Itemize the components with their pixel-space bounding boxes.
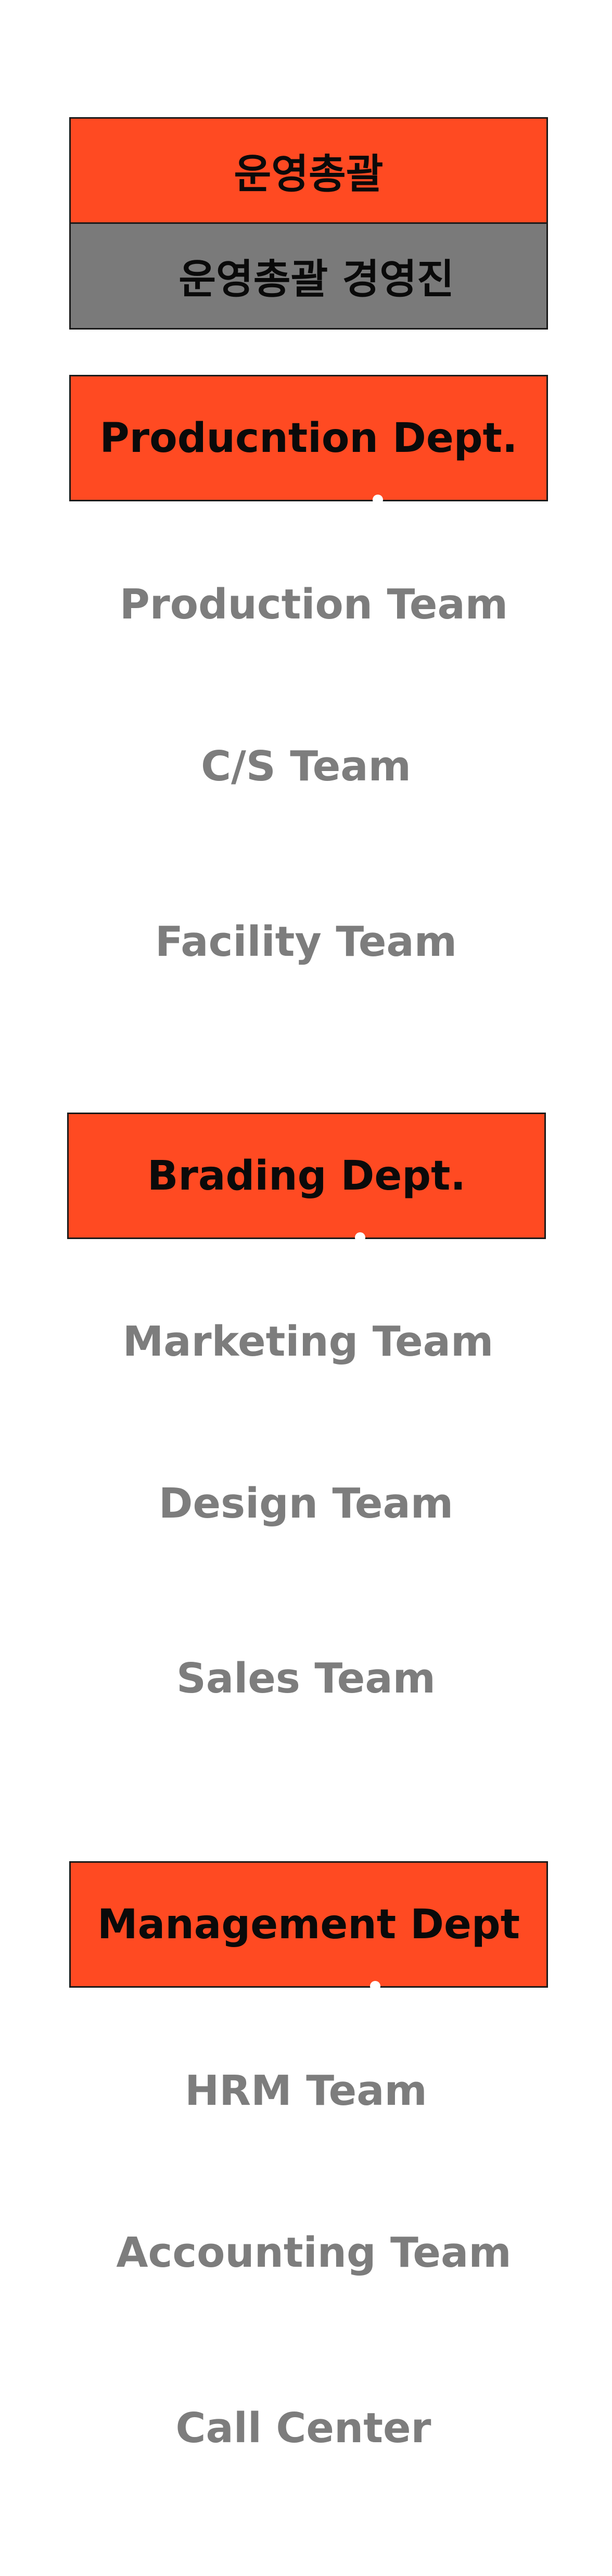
team-production: Production Team [119,580,508,628]
team-hrm: HRM Team [185,2067,427,2115]
dept-branding-label: Brading Dept. [147,1152,466,1199]
team-marketing: Marketing Team [122,1318,494,1366]
team-design: Design Team [158,1480,454,1527]
connector-dot [373,495,383,505]
team-call-center: Call Center [175,2404,431,2452]
top-subtitle: 운영총괄 경영진 [178,256,454,303]
dept-production-label: Producntion Dept. [99,414,518,462]
team-cs: C/S Team [201,742,411,790]
top-subtitle-box: 운영총괄 경영진 [69,222,548,330]
team-facility: Facility Team [155,918,457,966]
dept-management-box: Management Dept [69,1861,548,1991]
dept-production-box: Producntion Dept. [69,375,548,505]
connector-dot [355,1232,365,1243]
top-title-box: 운영총괄 [69,117,548,224]
top-title: 운영총괄 [234,150,384,198]
connector-dot [370,1981,380,1991]
team-accounting: Accounting Team [116,2229,512,2277]
dept-management-label: Management Dept [97,1901,520,1948]
dept-branding-box: Brading Dept. [67,1113,546,1243]
team-sales: Sales Team [176,1655,436,1702]
